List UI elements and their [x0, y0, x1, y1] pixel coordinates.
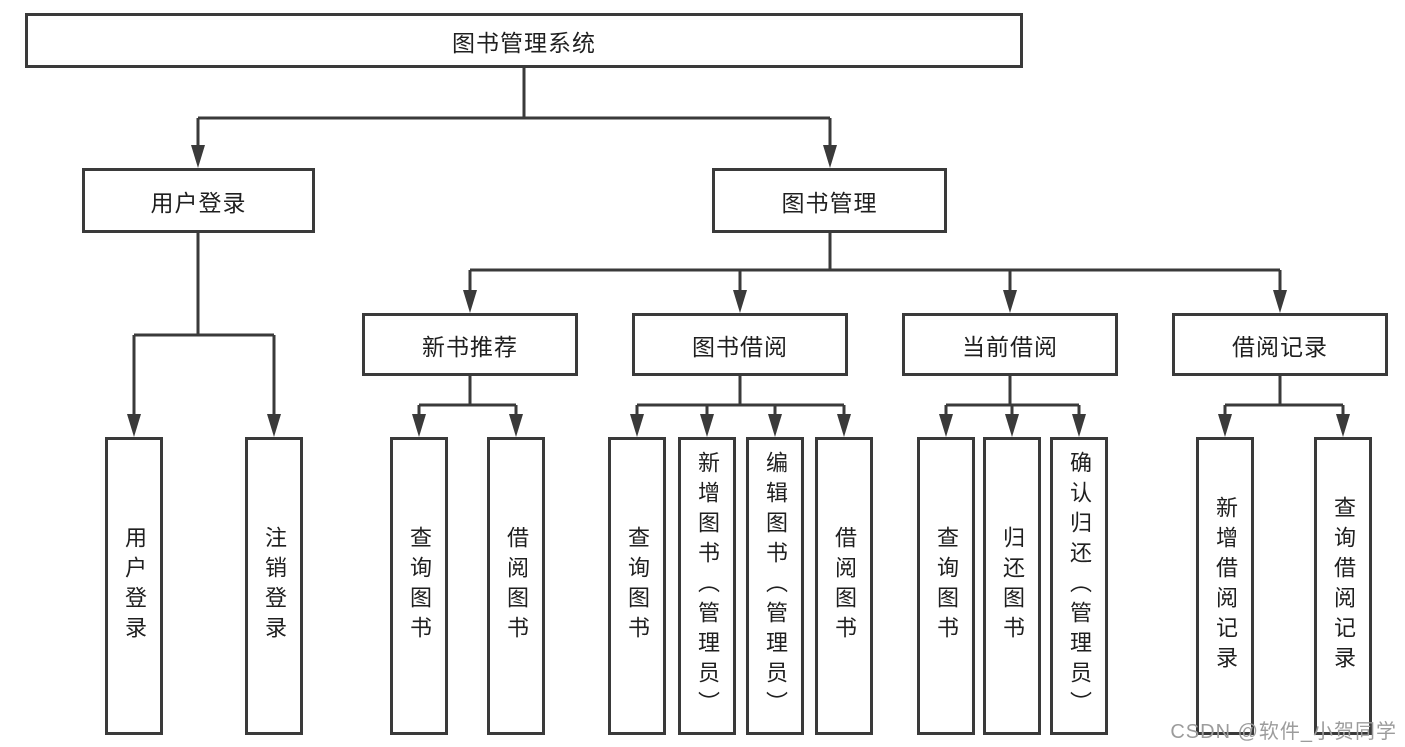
- node-new-book-rec: 新书推荐: [362, 313, 578, 376]
- leaf-query-book-3: 查询图书: [917, 437, 975, 735]
- arrowhead-icon: [733, 290, 747, 313]
- leaf-user-login: 用户登录: [105, 437, 163, 735]
- leaf-query-book-2-label: 查询图书: [625, 526, 650, 646]
- leaf-query-book-3-label: 查询图书: [934, 526, 959, 646]
- leaf-query-book-1-label: 查询图书: [407, 526, 432, 646]
- arrowhead-icon: [1072, 414, 1086, 437]
- arrowhead-icon: [700, 414, 714, 437]
- leaf-confirm-return-label: 确认归还（管理员）: [1067, 451, 1092, 721]
- node-borrow-records-label: 借阅记录: [1232, 333, 1328, 360]
- node-current-borrow-label: 当前借阅: [962, 333, 1058, 360]
- arrowhead-icon: [630, 414, 644, 437]
- arrowhead-icon: [939, 414, 953, 437]
- leaf-logout-label: 注销登录: [262, 526, 287, 646]
- node-current-borrow: 当前借阅: [902, 313, 1118, 376]
- arrowhead-icon: [1218, 414, 1232, 437]
- leaf-borrow-book-2: 借阅图书: [815, 437, 873, 735]
- leaf-return-book: 归还图书: [983, 437, 1041, 735]
- node-book-mgmt-label: 图书管理: [781, 189, 878, 216]
- leaf-confirm-return: 确认归还（管理员）: [1050, 437, 1108, 735]
- leaf-logout: 注销登录: [245, 437, 303, 735]
- arrowhead-icon: [463, 290, 477, 313]
- connector-lines: [132, 68, 1345, 419]
- arrowhead-icon: [267, 414, 281, 437]
- node-root: 图书管理系统: [25, 13, 1023, 68]
- node-borrow-records: 借阅记录: [1172, 313, 1388, 376]
- arrowhead-icon: [412, 414, 426, 437]
- leaf-edit-book-label: 编辑图书（管理员）: [763, 451, 788, 721]
- arrowhead-icon: [768, 414, 782, 437]
- node-book-borrow-label: 图书借阅: [692, 333, 788, 360]
- leaf-add-book: 新增图书（管理员）: [678, 437, 736, 735]
- leaf-borrow-book-1-label: 借阅图书: [504, 526, 529, 646]
- leaf-borrow-book-1: 借阅图书: [487, 437, 545, 735]
- arrowhead-icon: [837, 414, 851, 437]
- leaf-borrow-book-2-label: 借阅图书: [832, 526, 857, 646]
- node-book-mgmt: 图书管理: [712, 168, 947, 233]
- node-user-login-label: 用户登录: [150, 189, 247, 216]
- node-new-book-rec-label: 新书推荐: [422, 333, 518, 360]
- leaf-add-record-label: 新增借阅记录: [1213, 496, 1238, 676]
- leaf-return-book-label: 归还图书: [1000, 526, 1025, 646]
- arrowhead-icon: [509, 414, 523, 437]
- leaf-edit-book: 编辑图书（管理员）: [746, 437, 804, 735]
- leaf-query-record: 查询借阅记录: [1314, 437, 1372, 735]
- arrowhead-icon: [127, 414, 141, 437]
- csdn-watermark: CSDN @软件_小贺同学: [1170, 721, 1397, 743]
- leaf-add-book-label: 新增图书（管理员）: [695, 451, 720, 721]
- leaf-user-login-label: 用户登录: [122, 526, 147, 646]
- arrowhead-icon: [1003, 290, 1017, 313]
- arrowhead-icon: [823, 145, 837, 168]
- node-user-login: 用户登录: [82, 168, 315, 233]
- arrowhead-icon: [1005, 414, 1019, 437]
- arrowhead-icon: [1336, 414, 1350, 437]
- leaf-query-book-1: 查询图书: [390, 437, 448, 735]
- arrowhead-icon: [1273, 290, 1287, 313]
- leaf-query-record-label: 查询借阅记录: [1331, 496, 1356, 676]
- arrowhead-icon: [191, 145, 205, 168]
- leaf-query-book-2: 查询图书: [608, 437, 666, 735]
- node-book-borrow: 图书借阅: [632, 313, 848, 376]
- leaf-add-record: 新增借阅记录: [1196, 437, 1254, 735]
- node-root-label: 图书管理系统: [452, 29, 596, 56]
